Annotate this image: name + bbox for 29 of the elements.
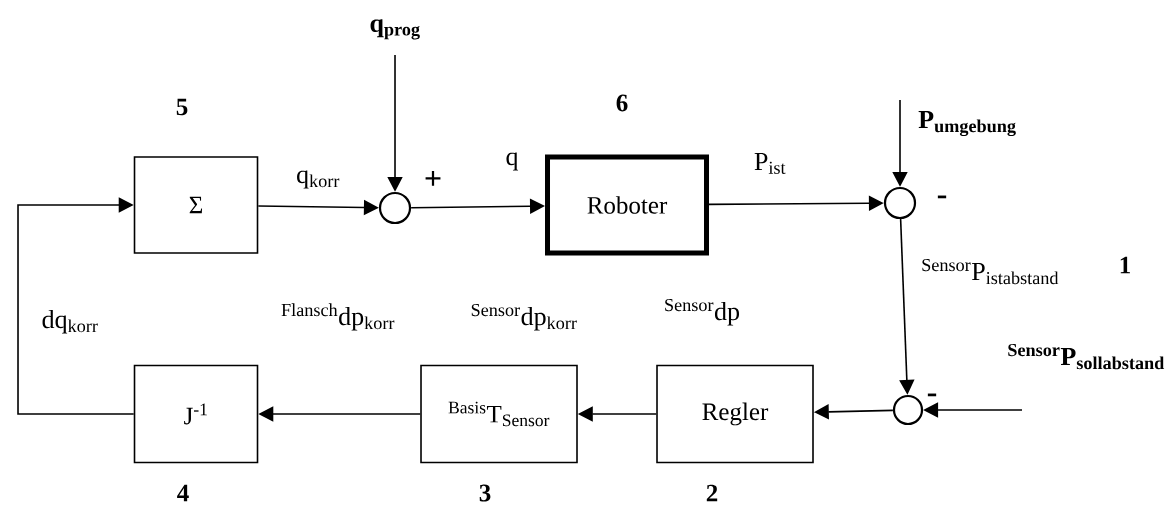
block-number: 6 bbox=[616, 94, 628, 112]
edge-label: $^{Sensor}$dp bbox=[663, 297, 742, 327]
edge-label: dq$_{korr}$ bbox=[40, 308, 100, 335]
block-number: 4 bbox=[177, 484, 189, 502]
block-number: 2 bbox=[706, 484, 718, 502]
summing-junction bbox=[883, 186, 917, 220]
block-number: 5 bbox=[176, 98, 188, 116]
edge-label: $^{Sensor}$dp$_{korr}$ bbox=[469, 302, 579, 332]
edge-label: ${}^{\mathbf{Sensor}}\mathbf{P}_{\mathbf{sollabstand}}$ bbox=[1006, 342, 1166, 371]
edge-label: P$_{ist}$ bbox=[752, 151, 788, 175]
edge-label: q bbox=[504, 151, 520, 172]
block-number: 3 bbox=[479, 484, 491, 502]
sign-label: + bbox=[425, 170, 441, 186]
block-number: 1 bbox=[1120, 256, 1130, 274]
block-box: Roboter bbox=[545, 154, 709, 256]
summing-junction bbox=[378, 191, 412, 225]
edge-label: q$_{korr}$ bbox=[295, 169, 341, 190]
sign-label: - bbox=[937, 195, 947, 199]
block-box: Regler bbox=[656, 364, 814, 464]
block-box: Σ bbox=[133, 156, 259, 254]
edge-label: $^{Flansch}$dp$_{korr}$ bbox=[280, 302, 396, 332]
edge-label: ${}^{\mathrm{Sensor}}\mathrm{P}_{\mathrm{istabstand}}$ bbox=[920, 257, 1060, 286]
arrow bbox=[17, 197, 135, 415]
block-box: $^{Basis}$T$_{Sensor}$ bbox=[420, 364, 578, 464]
block-box: J$^{-1}$ bbox=[133, 364, 259, 464]
edge-label: q$_{prog}$ bbox=[368, 18, 422, 41]
edge-label: P$_{umgebung}$ bbox=[917, 109, 1018, 138]
summing-junction bbox=[892, 394, 924, 426]
sign-label: - bbox=[927, 393, 937, 397]
